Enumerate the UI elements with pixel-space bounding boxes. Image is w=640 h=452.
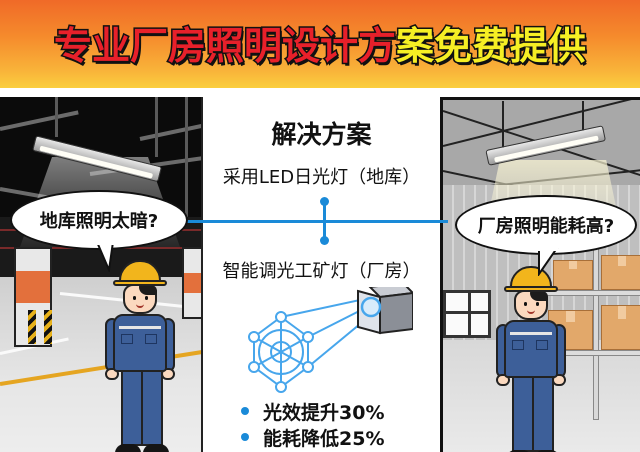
lamp-hanger bbox=[155, 97, 158, 157]
benefits-list: 光效提升30% 能耗降低25% bbox=[241, 398, 384, 450]
bullet-icon bbox=[241, 433, 249, 441]
bullet-icon bbox=[241, 407, 249, 415]
smart-dimming-network-icon bbox=[248, 287, 413, 393]
speech-bubble-right: 厂房照明能耗高? bbox=[455, 195, 637, 255]
ceiling-beam bbox=[139, 122, 201, 141]
worker-figure bbox=[496, 266, 566, 452]
benefit-item: 能耗降低25% bbox=[241, 424, 384, 450]
hazard-stripe bbox=[44, 310, 52, 344]
header-banner: 专业厂房照明设计方案免费提供 bbox=[0, 0, 640, 90]
speech-bubble-tail bbox=[538, 248, 559, 276]
worker-figure bbox=[105, 260, 175, 452]
benefit-energy: 能耗降低25% bbox=[263, 427, 385, 450]
hazard-stripe bbox=[28, 310, 36, 344]
benefit-item: 光效提升30% bbox=[241, 398, 384, 424]
benefit-efficacy: 光效提升30% bbox=[263, 401, 385, 424]
connector-line bbox=[178, 220, 448, 223]
connector-dot bbox=[320, 236, 329, 245]
speech-bubble-tail bbox=[95, 242, 115, 272]
cardboard-box bbox=[601, 255, 640, 290]
connector-dot bbox=[320, 197, 329, 206]
banner-title: 专业厂房照明设计方案免费提供 bbox=[0, 22, 640, 70]
lamp-hanger bbox=[55, 97, 58, 137]
solution-factory-highbay: 智能调光工矿灯（厂房） bbox=[222, 261, 421, 282]
window bbox=[443, 290, 491, 338]
parking-garage-panel bbox=[0, 97, 203, 452]
lamp-hanger bbox=[502, 101, 504, 151]
cardboard-box bbox=[553, 260, 593, 290]
solution-title: 解决方案 bbox=[271, 120, 372, 149]
header-divider bbox=[0, 88, 640, 97]
bubble-text-parking: 地库照明太暗? bbox=[39, 211, 159, 232]
solution-parking-led: 采用LED日光灯（地库） bbox=[222, 167, 421, 188]
solution-panel: 解决方案 采用LED日光灯（地库） 智能调光工矿灯（厂房） 光效提升 bbox=[203, 97, 440, 452]
bubble-text-factory: 厂房照明能耗高? bbox=[477, 216, 615, 237]
speech-bubble-left: 地库照明太暗? bbox=[10, 190, 188, 250]
parking-pillar bbox=[182, 247, 201, 319]
cardboard-box bbox=[601, 305, 640, 350]
banner-title-red: 专业厂房照明设计方 bbox=[52, 23, 397, 70]
ceiling-pipe bbox=[185, 97, 188, 217]
connector-line-vertical bbox=[323, 200, 326, 242]
ceiling-beam bbox=[0, 110, 79, 131]
banner-title-yellow: 案免费提供 bbox=[394, 23, 587, 70]
